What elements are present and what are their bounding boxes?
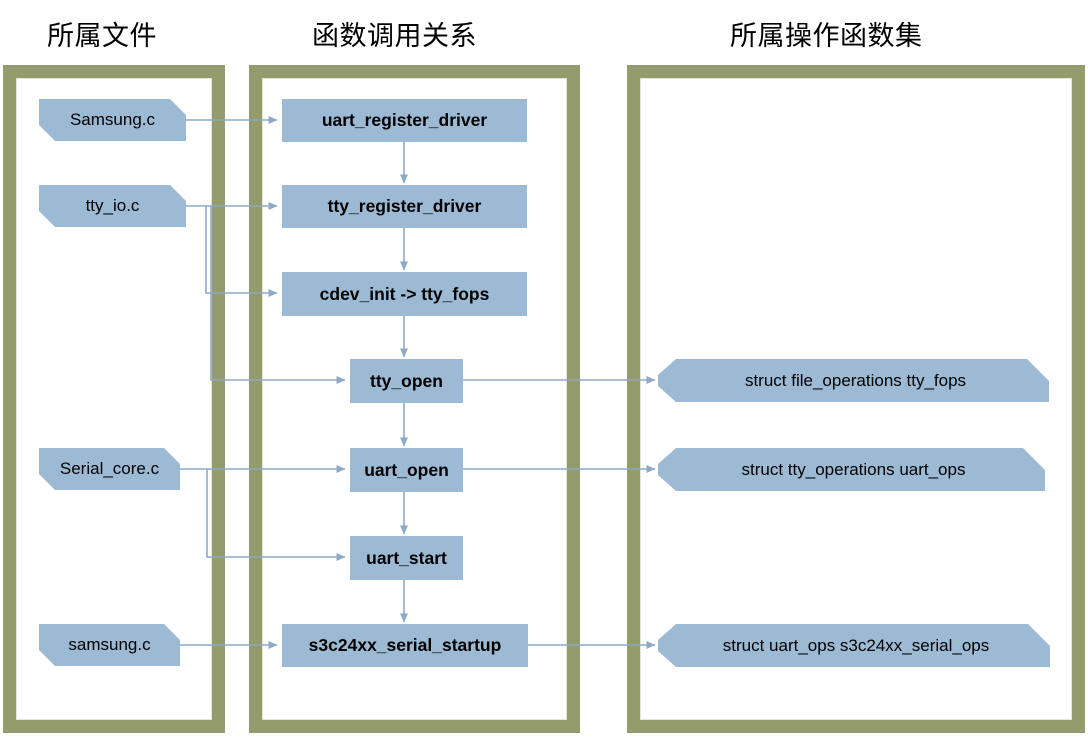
column-title-opsets: 所属操作函数集 [730,21,923,52]
function-node-label: uart_register_driver [321,110,488,130]
file-node-label: Serial_core.c [59,459,160,478]
function-node-label: uart_open [364,459,449,480]
opset-node-uart-ops-s3c24xx-serial-ops[interactable]: struct uart_ops s3c24xx_serial_ops [658,624,1050,667]
function-node-label: uart_start [366,547,447,568]
file-node-tty-io-c[interactable]: tty_io.c [39,185,186,227]
opset-node-label: struct uart_ops s3c24xx_serial_ops [722,635,990,655]
file-node-samsung-c[interactable]: Samsung.c [39,99,186,141]
opset-node-file-operations-tty-fops[interactable]: struct file_operations tty_fops [658,359,1049,402]
opset-node-label: struct file_operations tty_fops [744,370,967,390]
function-node-tty-open[interactable]: tty_open [350,359,463,403]
function-node-label: cdev_init -> tty_fops [319,283,490,304]
function-node-tty-register-driver[interactable]: tty_register_driver [282,185,527,228]
function-node-s3c24xx-serial-startup[interactable]: s3c24xx_serial_startup [282,624,528,667]
frame-opsets-column [627,65,1085,733]
function-node-label: s3c24xx_serial_startup [308,635,502,655]
file-node-label: Samsung.c [69,110,156,129]
opset-node-label: struct tty_operations uart_ops [741,459,966,479]
function-node-uart-start[interactable]: uart_start [350,536,463,580]
function-node-uart-open[interactable]: uart_open [350,448,463,492]
opset-node-tty-operations-uart-ops[interactable]: struct tty_operations uart_ops [658,448,1045,491]
function-node-cdev-init-tty-fops[interactable]: cdev_init -> tty_fops [282,272,527,316]
file-node-samsung-c-lower[interactable]: samsung.c [39,624,180,666]
file-node-label: tty_io.c [85,196,140,215]
column-title-calls: 函数调用关系 [312,21,477,52]
function-node-label: tty_open [370,370,443,391]
file-node-serial-core-c[interactable]: Serial_core.c [39,448,180,490]
function-node-uart-register-driver[interactable]: uart_register_driver [282,99,527,142]
function-node-label: tty_register_driver [327,196,482,216]
file-node-label: samsung.c [68,635,151,654]
column-title-files: 所属文件 [47,21,157,52]
